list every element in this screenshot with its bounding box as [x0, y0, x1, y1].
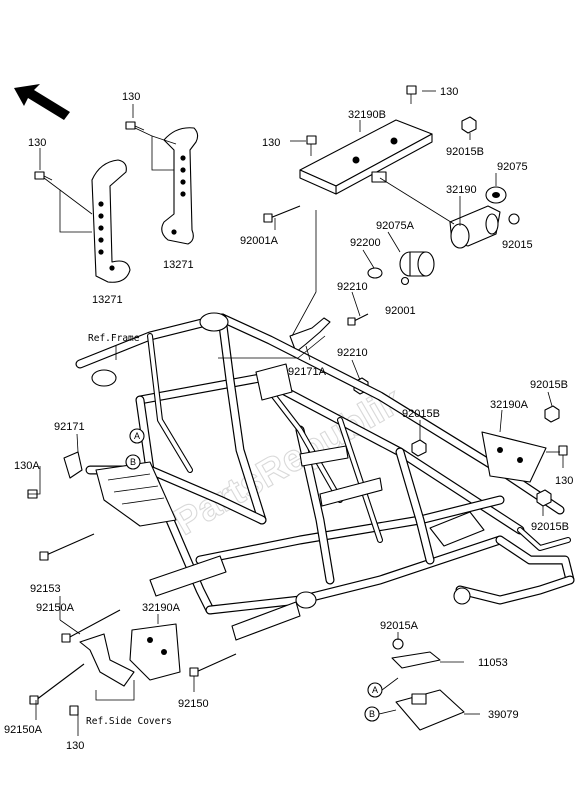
mount-bracket-32190a-left: [129, 623, 181, 681]
clip-92171: [63, 451, 83, 479]
bolt-92001: [400, 276, 410, 286]
washer-92200: [367, 267, 383, 279]
callout-b-detail-letter: B: [369, 709, 375, 719]
label-13271-right: 13271: [163, 259, 194, 271]
nut-92015a: [392, 638, 404, 650]
ref-frame-label: Ref.Frame: [88, 333, 140, 344]
label-130-top: 130: [122, 91, 140, 103]
label-92015: 92015: [502, 239, 533, 251]
nut-92015b-right-top: [544, 405, 560, 423]
label-92200: 92200: [350, 237, 381, 249]
label-130-mid: 130: [262, 137, 280, 149]
label-92015b-mid: 92015B: [402, 408, 440, 420]
main-frame: [75, 312, 575, 641]
bolt-92150a-lower: [29, 663, 85, 705]
label-92210-a: 92210: [337, 281, 368, 293]
callout-b-detail: B: [364, 706, 380, 722]
label-92153: 92153: [30, 583, 61, 595]
label-92001: 92001: [385, 305, 416, 317]
label-92075a: 92075A: [376, 220, 415, 232]
bracket-13271-right: [161, 127, 199, 245]
direction-arrow-icon: [14, 84, 70, 120]
label-92171: 92171: [54, 421, 85, 433]
label-92150a-upper: 92150A: [36, 602, 75, 614]
bracket-39079: [395, 689, 465, 731]
label-92150: 92150: [178, 698, 209, 710]
callout-a-frame: A: [129, 428, 145, 444]
callout-b-frame-letter: B: [130, 457, 136, 467]
label-92075: 92075: [497, 161, 528, 173]
label-32190b: 32190B: [348, 109, 386, 121]
bolt-92210-a: [347, 313, 369, 326]
label-92015b-right-top: 92015B: [530, 379, 568, 391]
nut-92015: [508, 213, 520, 225]
nut-92015b-mid: [411, 439, 427, 457]
mount-32190: [449, 205, 501, 249]
mount-bracket-32190a-right: [481, 431, 547, 483]
nut-92015b-top: [461, 116, 477, 134]
label-130a: 130A: [14, 460, 40, 472]
ref-side-covers-label: Ref.Side Covers: [86, 716, 172, 727]
bolt-130-right: [558, 445, 568, 456]
mount-bracket-32190b: [299, 119, 433, 195]
label-92210-b: 92210: [337, 347, 368, 359]
bolt-130-a: [34, 171, 53, 181]
bolt-130-b: [125, 121, 145, 131]
bolt-92150: [189, 653, 237, 677]
bolt-92150a-upper: [61, 609, 121, 643]
side-cover-bracket: [79, 633, 135, 687]
label-130-right: 130: [555, 475, 573, 487]
label-11053: 11053: [478, 657, 508, 669]
label-130-left: 130: [28, 137, 46, 149]
label-32190a-right: 32190A: [490, 399, 529, 411]
label-130-bottom: 130: [66, 740, 84, 752]
label-92015a: 92015A: [380, 620, 419, 632]
label-13271-left: 13271: [92, 294, 123, 306]
label-92015b-right-bottom: 92015B: [531, 521, 569, 533]
callout-b-frame: B: [125, 454, 141, 470]
clip-92171a: [289, 317, 331, 353]
bolt-130-lower: [69, 705, 79, 716]
label-130-top-right: 130: [440, 86, 458, 98]
nut-92015b-right-bottom: [536, 489, 552, 507]
bolt-130-c: [406, 85, 417, 104]
callout-a-detail-letter: A: [372, 685, 378, 695]
label-92015b-top: 92015B: [446, 146, 484, 158]
bolt-130-d: [306, 135, 317, 156]
callout-a-frame-letter: A: [134, 431, 140, 441]
bushing-92075: [485, 186, 507, 204]
bolt-92001a: [263, 205, 301, 223]
label-92001a: 92001A: [240, 235, 279, 247]
callout-a-detail: A: [367, 682, 383, 698]
bushing-92075a: [399, 251, 435, 277]
leader-lines: [28, 90, 564, 736]
label-32190a-left: 32190A: [142, 602, 181, 614]
label-92150a-lower: 92150A: [4, 724, 43, 736]
label-39079: 39079: [488, 709, 519, 721]
label-92171a: 92171A: [288, 366, 327, 378]
bolt-92153: [39, 533, 95, 561]
bracket-11053: [391, 651, 441, 669]
label-32190: 32190: [446, 184, 477, 196]
bracket-13271-left: [91, 159, 131, 283]
